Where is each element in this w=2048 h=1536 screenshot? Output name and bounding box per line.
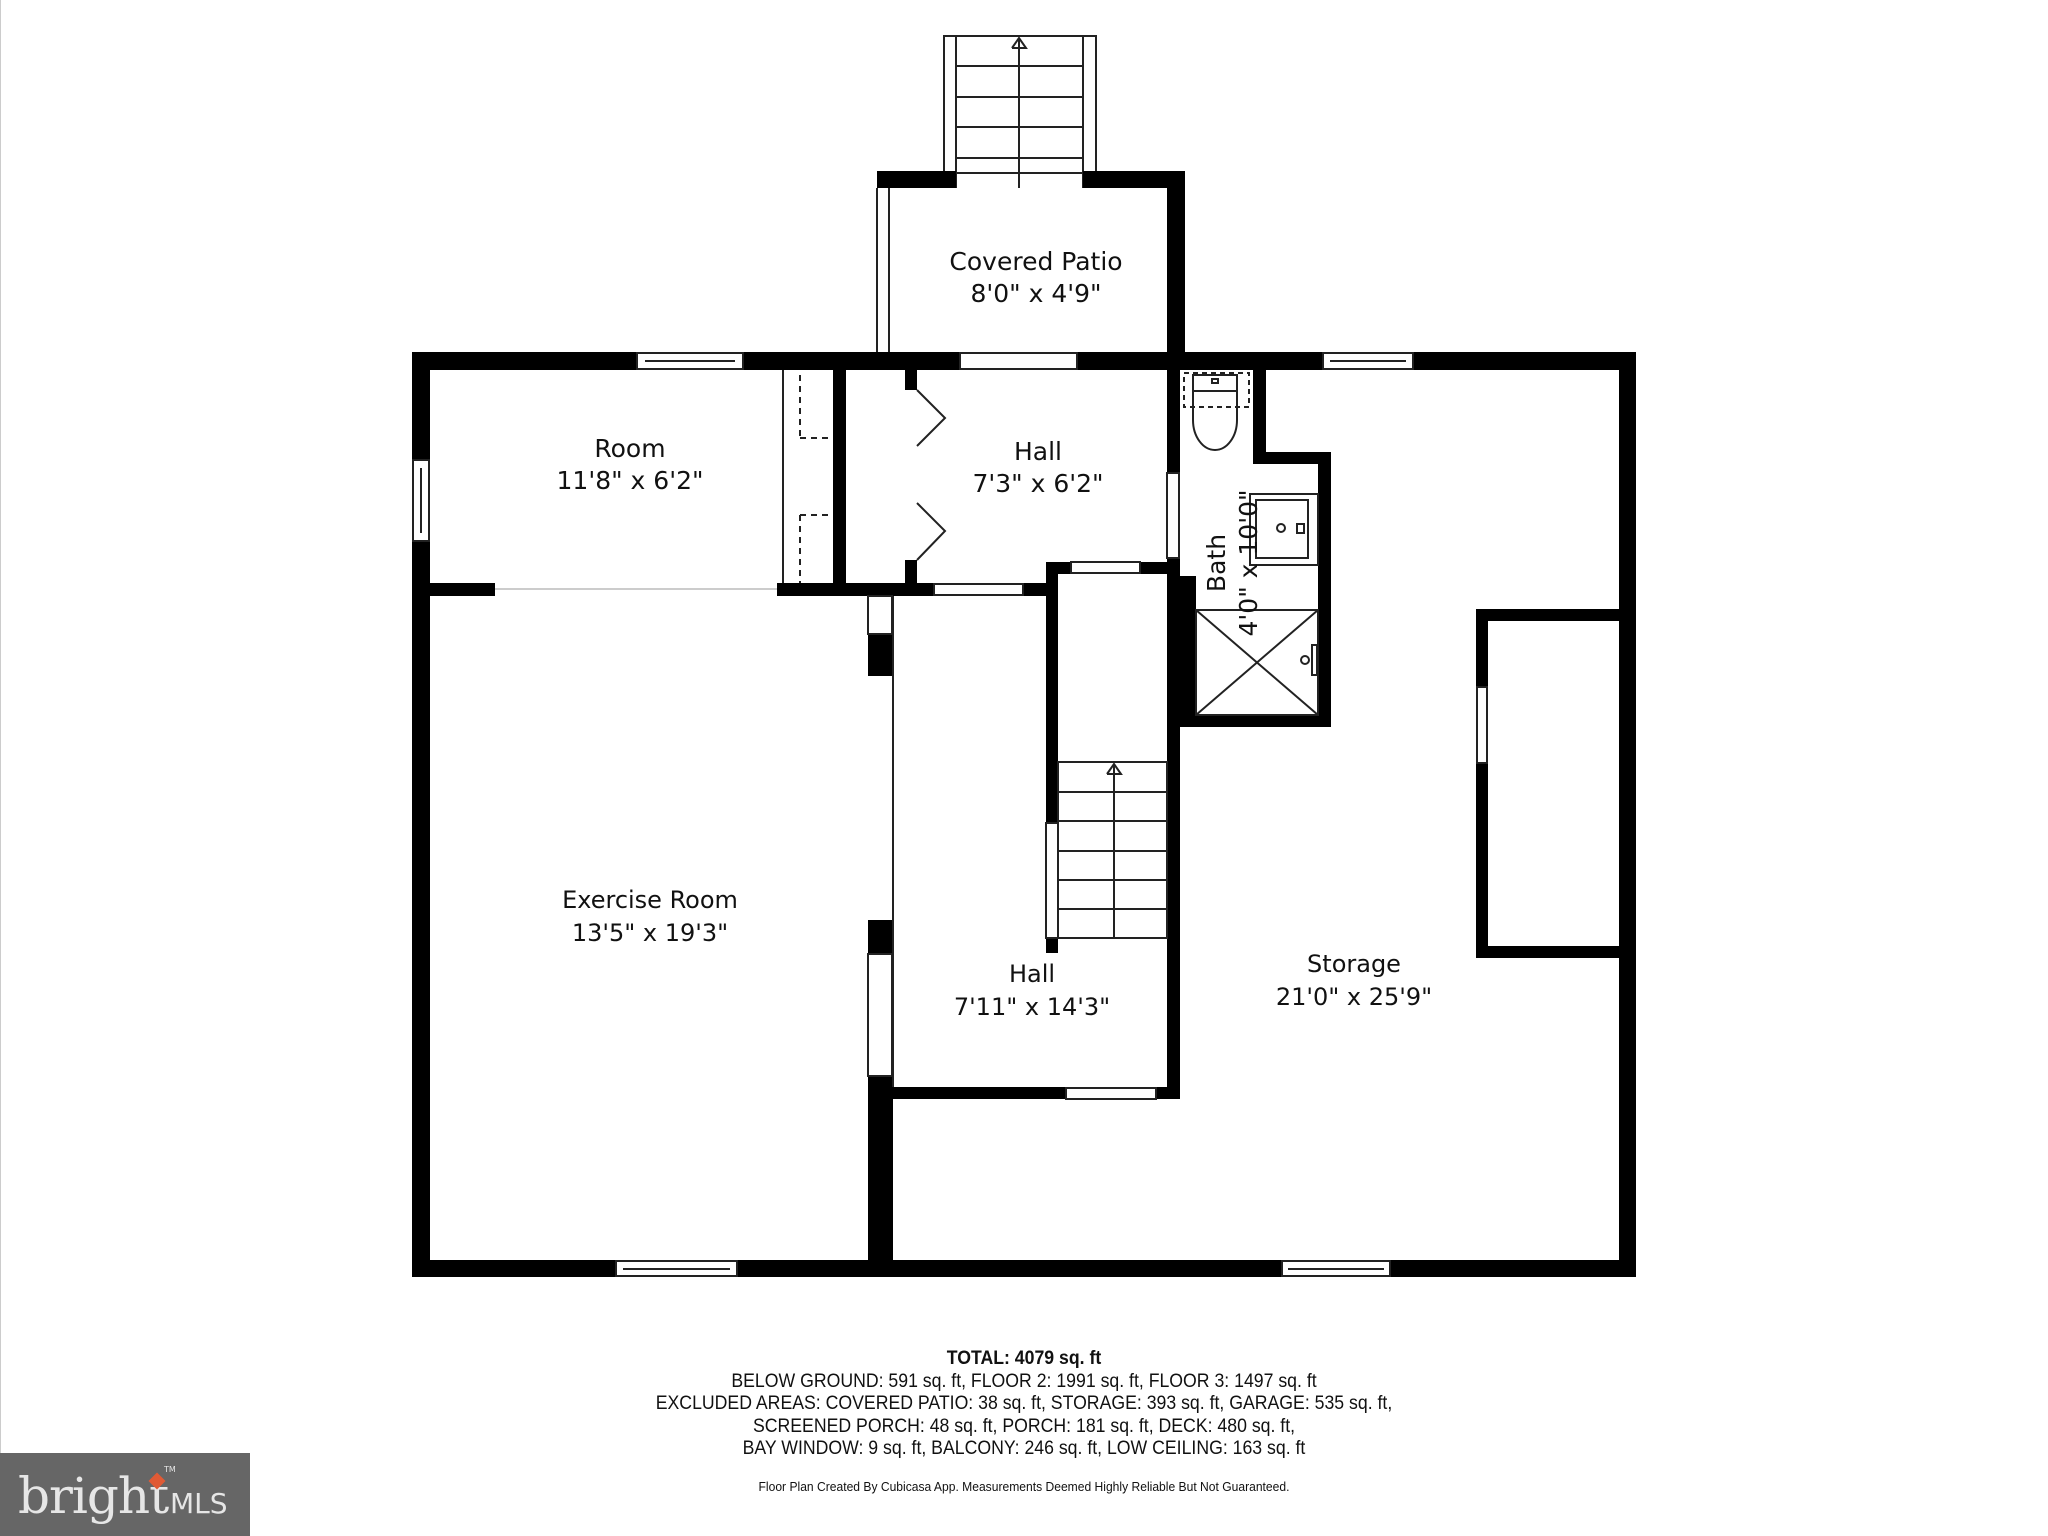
dims-hall-upper: 7'3" x 6'2" — [972, 469, 1103, 498]
dims-storage: 21'0" x 25'9" — [1276, 983, 1432, 1011]
area-breakdown-line: BELOW GROUND: 591 sq. ft, FLOOR 2: 1991 … — [731, 1370, 1317, 1392]
excluded-areas-line: BAY WINDOW: 9 sq. ft, BALCONY: 246 sq. f… — [742, 1438, 1306, 1459]
walls — [412, 171, 1636, 1277]
dims-hall-lower: 7'11" x 14'3" — [954, 993, 1110, 1021]
dims-exercise-room: 13'5" x 19'3" — [572, 919, 728, 947]
shower-icon — [1195, 609, 1319, 716]
label-bath: Bath — [1202, 534, 1231, 592]
interior-lines — [495, 188, 1319, 1087]
label-exercise-room: Exercise Room — [562, 886, 738, 914]
trademark-mark: TM — [164, 1465, 176, 1474]
logo-mls: MLS — [170, 1487, 228, 1520]
sink-icon — [1249, 493, 1319, 566]
excluded-areas-line: SCREENED PORCH: 48 sq. ft, PORCH: 181 sq… — [752, 1415, 1296, 1437]
disclaimer: Floor Plan Created By Cubicasa App. Meas… — [758, 1478, 1290, 1494]
windows — [412, 352, 1488, 1277]
room-labels: Covered Patio 8'0" x 4'9" Room 11'8" x 6… — [557, 247, 1433, 1021]
page-edge — [0, 0, 1, 1453]
dims-room: 11'8" x 6'2" — [557, 466, 704, 495]
toilet-icon — [1183, 372, 1250, 451]
logo-wordmark: bright — [18, 1467, 169, 1525]
label-room: Room — [594, 434, 665, 463]
label-storage: Storage — [1307, 950, 1401, 978]
dims-covered-patio: 8'0" x 4'9" — [970, 279, 1101, 308]
excluded-areas-line: EXCLUDED AREAS: COVERED PATIO: 38 sq. ft… — [655, 1393, 1393, 1414]
total-area: TOTAL: 4079 sq. ft — [946, 1348, 1102, 1369]
exterior-stairs — [943, 35, 1097, 188]
area-summary: TOTAL: 4079 sq. ft BELOW GROUND: 591 sq.… — [0, 1348, 2048, 1495]
label-covered-patio: Covered Patio — [949, 247, 1122, 276]
label-hall-lower: Hall — [1009, 960, 1055, 988]
label-hall-upper: Hall — [1014, 437, 1062, 466]
dims-bath: 4'0" x 10'0" — [1234, 490, 1263, 637]
bright-mls-logo: bright TM MLS — [0, 1453, 250, 1536]
